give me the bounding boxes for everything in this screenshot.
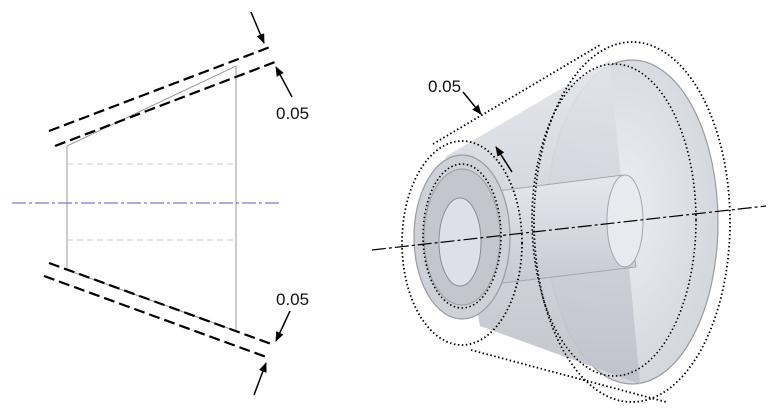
isometric-view-3d: 0.05 xyxy=(371,41,767,403)
zone-leader-arrow-inner xyxy=(495,146,513,173)
centerline-3d xyxy=(371,205,767,251)
envelope-silhouette-bottom xyxy=(470,349,667,403)
lower-tolerance-label: 0.05 xyxy=(276,290,309,309)
inner-zone-ring-large xyxy=(531,63,697,377)
solid-bore-far-end xyxy=(606,174,644,268)
lower-zone-inner-line xyxy=(48,261,275,347)
inner-zone-ring-small xyxy=(422,163,502,309)
envelope-silhouette-top xyxy=(432,44,601,145)
upper-tolerance-label: 0.05 xyxy=(276,104,309,123)
lower-leader-arrow-bottom xyxy=(253,362,267,396)
zone-tolerance-label: 0.05 xyxy=(428,77,461,96)
envelope-ring-large xyxy=(533,41,731,403)
upper-zone-outer-line xyxy=(48,45,271,133)
lower-zone-outer-line xyxy=(43,274,270,360)
part-outline xyxy=(66,65,237,332)
lower-leader-arrow-top xyxy=(275,310,291,342)
upper-leader-arrow-top xyxy=(250,11,265,44)
zone-leader-arrow-outer xyxy=(462,91,482,115)
upper-zone-inner-line xyxy=(54,60,276,148)
upper-leader-arrow-bottom xyxy=(275,66,293,98)
solid-bore-opening xyxy=(438,197,482,287)
front-view-2d: 0.05 0.05 xyxy=(12,11,309,396)
envelope-ring-small xyxy=(401,140,523,346)
